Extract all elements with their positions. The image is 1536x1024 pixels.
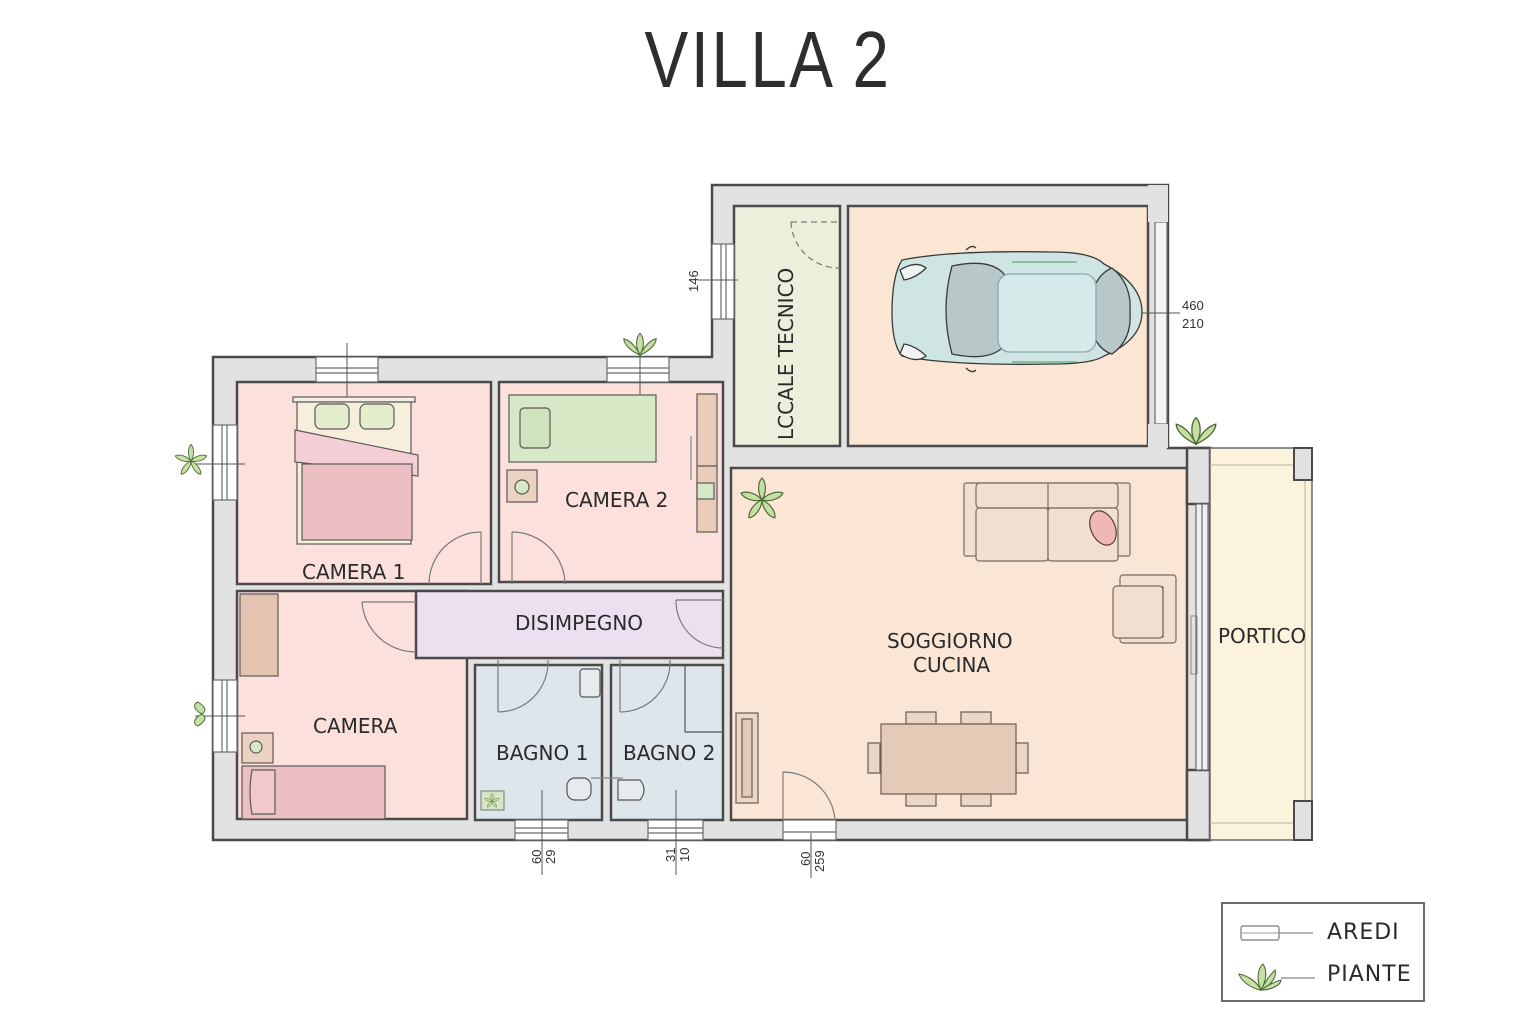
wardrobe-camera-2 <box>690 393 718 533</box>
label-cucina: CUCINA <box>913 653 990 677</box>
label-camera: CAMERA <box>313 714 398 738</box>
legend-label-aredi: AREDI <box>1327 920 1400 945</box>
legend: AREDI PIANTE <box>1221 902 1425 1002</box>
dim-garage-top: 460 <box>1182 298 1204 313</box>
dim-bagno1-bottom: 29 <box>543 850 558 864</box>
dim-bagno1-top: 60 <box>529 850 544 864</box>
sofa <box>963 482 1131 562</box>
furniture-icon <box>1240 925 1313 941</box>
plant-icon <box>1238 963 1315 992</box>
label-disimpegno: DISIMPEGNO <box>515 611 643 635</box>
room-locale-tecnico <box>732 204 842 448</box>
windows <box>212 243 837 841</box>
camera-furniture <box>239 593 386 820</box>
legend-item-aredi: AREDI <box>1223 914 1423 950</box>
dim-bagno2-bottom: 10 <box>677 848 692 862</box>
plant-bagno-1 <box>480 790 505 811</box>
room-disimpegno <box>414 589 725 660</box>
single-bed <box>506 394 657 503</box>
label-locale-tecnico: LCCALE TECNICO <box>774 268 798 440</box>
label-bagno-1: BAGNO 1 <box>496 741 588 765</box>
dining-table <box>867 711 1029 807</box>
page-title: VILLA 2 <box>644 15 892 104</box>
dim-bagno2-top: 31 <box>663 848 678 862</box>
label-portico: PORTICO <box>1218 624 1306 648</box>
label-camera-1: CAMERA 1 <box>302 560 405 584</box>
armchair <box>1112 574 1177 644</box>
doors <box>361 221 841 821</box>
label-bagno-2: BAGNO 2 <box>623 741 715 765</box>
plant-icon <box>174 332 1217 727</box>
sideboard <box>735 712 759 804</box>
dim-garage-bottom: 210 <box>1182 316 1204 331</box>
bathroom-fixtures <box>566 665 723 801</box>
legend-label-piante: PIANTE <box>1327 962 1412 987</box>
dimension-lines <box>195 279 1180 878</box>
label-camera-2: CAMERA 2 <box>565 488 668 512</box>
label-soggiorno: SOGGIORNO <box>887 629 1013 653</box>
dim-entry-bottom: 259 <box>812 850 827 872</box>
car <box>891 245 1143 373</box>
dim-entry-top: 60 <box>798 852 813 866</box>
double-bed <box>292 396 419 545</box>
room-portico <box>1209 447 1313 841</box>
dim-tecnico-window: 146 <box>686 270 701 292</box>
legend-item-piante: PIANTE <box>1223 956 1423 992</box>
